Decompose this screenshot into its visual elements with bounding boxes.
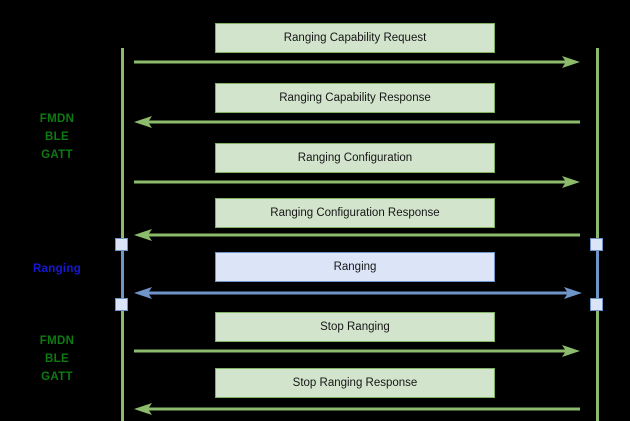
- phase-label-ranging: Ranging: [32, 263, 82, 275]
- right-activation-end-box: [590, 298, 603, 311]
- message-box-ranging-capability-request: Ranging Capability Request: [215, 23, 495, 53]
- message-arrow-ranging-bidirectional: [134, 286, 582, 300]
- message-box-ranging-configuration: Ranging Configuration: [215, 143, 495, 173]
- message-arrow-ranging-configuration: [134, 175, 580, 189]
- left-activation-line: [121, 244, 124, 304]
- right-lifeline: [596, 48, 599, 421]
- message-box-stop-ranging: Stop Ranging: [215, 312, 495, 342]
- left-activation-end-box: [115, 298, 128, 311]
- message-box-ranging-capability-response: Ranging Capability Response: [215, 83, 495, 113]
- message-arrow-stop-ranging-response: [134, 402, 580, 416]
- message-box-ranging-configuration-response: Ranging Configuration Response: [215, 198, 495, 228]
- message-arrow-ranging-capability-request: [134, 55, 580, 69]
- phase-label-fmdn-ble-gatt-bottom: FMDN BLE GATT: [39, 335, 75, 383]
- message-arrow-ranging-configuration-response: [134, 228, 580, 242]
- message-box-ranging: Ranging: [215, 252, 495, 282]
- left-lifeline: [121, 48, 124, 421]
- message-box-stop-ranging-response: Stop Ranging Response: [215, 368, 495, 398]
- phase-label-fmdn-ble-gatt-top: FMDN BLE GATT: [39, 113, 75, 161]
- message-arrow-stop-ranging: [134, 344, 580, 358]
- message-arrow-ranging-capability-response: [134, 115, 580, 129]
- left-activation-start-box: [115, 238, 128, 251]
- right-activation-line: [596, 244, 599, 304]
- right-activation-start-box: [590, 238, 603, 251]
